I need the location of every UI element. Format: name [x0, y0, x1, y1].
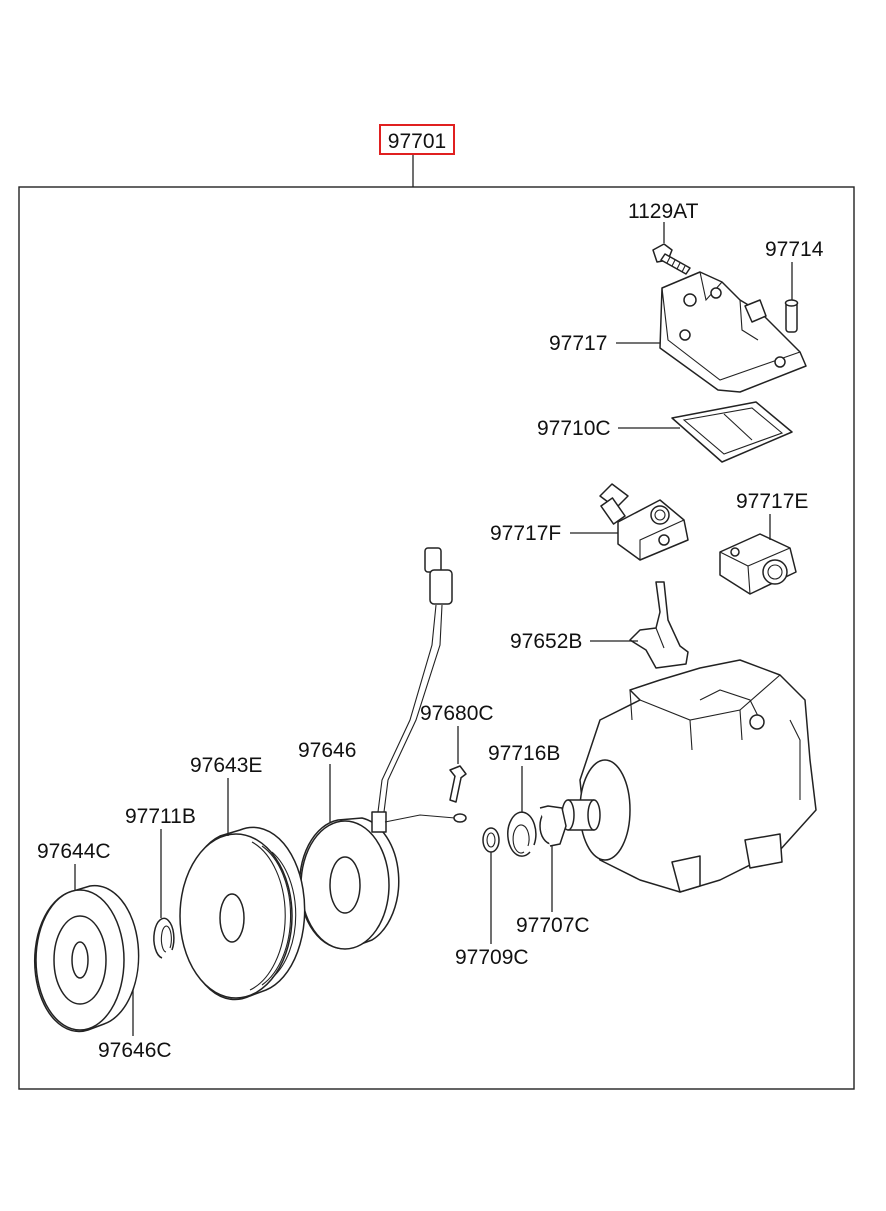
cover-97717 [659, 271, 807, 393]
part-label-97646[interactable]: 97646 [298, 739, 356, 762]
part-label-97717f[interactable]: 97717F [490, 522, 561, 545]
valve-97717f [599, 483, 689, 561]
part-label-97717e[interactable]: 97717E [736, 490, 808, 513]
bolt-1129at [652, 243, 691, 275]
part-label-97652b[interactable]: 97652B [510, 630, 582, 653]
part-label-97644c[interactable]: 97644C [37, 840, 111, 863]
part-label-97643e[interactable]: 97643E [190, 754, 262, 777]
bolt-97680c [449, 765, 467, 803]
pulley-97643e [179, 826, 306, 1001]
valve-97717e [719, 533, 797, 595]
part-label-97714[interactable]: 97714 [765, 238, 824, 261]
shim-97709c [482, 827, 500, 853]
part-label-97709c[interactable]: 97709C [455, 946, 529, 969]
part-label-1129at[interactable]: 1129AT [628, 200, 699, 223]
bracket-97652b [629, 581, 689, 669]
part-label-97716b[interactable]: 97716B [488, 742, 560, 765]
part-label-97711b[interactable]: 97711B [125, 805, 196, 828]
gasket-97710c [671, 401, 793, 463]
pressure-plate-97644c [33, 884, 140, 1033]
snap-ring-97716b [507, 811, 537, 857]
part-label-97710c[interactable]: 97710C [537, 417, 611, 440]
snap-ring-97711b [153, 917, 175, 959]
nut-97707c [539, 805, 567, 847]
compressor-body [561, 659, 817, 893]
diagram-frame [18, 186, 855, 1090]
pin-97714 [784, 299, 799, 333]
field-coil-97646 [298, 547, 467, 950]
part-label-97707c[interactable]: 97707C [516, 914, 590, 937]
assembly-number-highlight [379, 124, 455, 155]
part-label-97680c[interactable]: 97680C [420, 702, 494, 725]
part-label-97717[interactable]: 97717 [549, 332, 607, 355]
assembly-number-label[interactable]: 97701 [388, 130, 446, 153]
part-label-97646c[interactable]: 97646C [98, 1039, 172, 1062]
